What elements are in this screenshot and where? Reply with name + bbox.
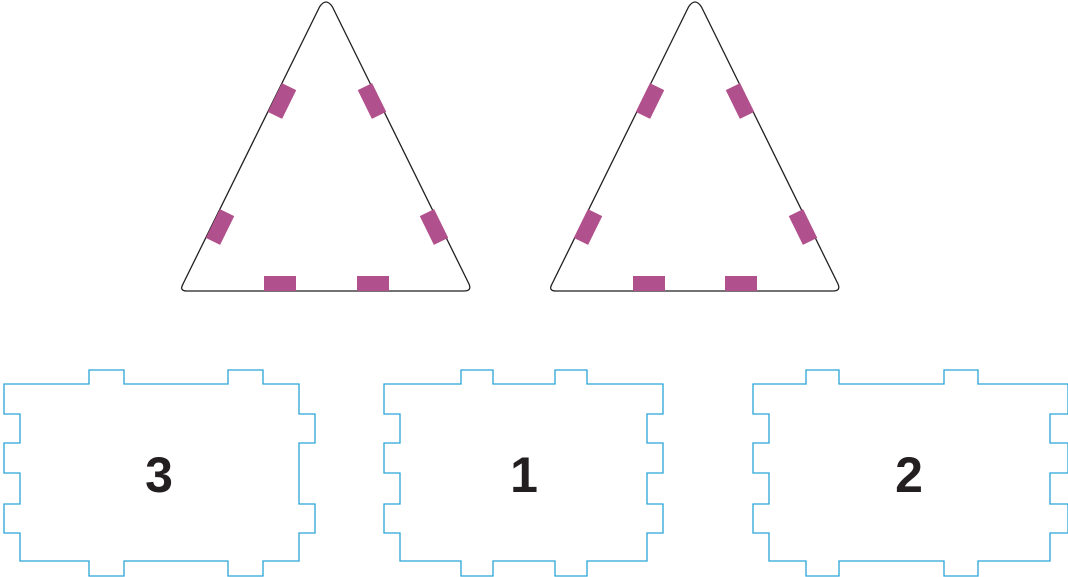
panel-1: 1 (383, 369, 664, 577)
triangle-left-slot (205, 209, 235, 245)
triangle-right-slot (635, 83, 665, 119)
triangle-left-slot (357, 276, 389, 291)
triangle-right-slot (725, 276, 757, 291)
panel-1-outline (383, 369, 664, 577)
triangle-left-slot (267, 83, 297, 119)
panel-1-label: 1 (510, 447, 538, 503)
triangle-right-slot (788, 209, 818, 245)
triangle-right-slot (725, 83, 755, 119)
panel-3-outline (3, 369, 316, 577)
triangle-left-slot (264, 276, 296, 291)
panel-2: 2 (752, 369, 1068, 577)
triangle-right-slot (573, 209, 603, 245)
panel-3: 3 (3, 369, 316, 577)
triangle-left (181, 1, 471, 292)
triangle-right-slot (633, 276, 665, 291)
triangle-right (550, 1, 840, 292)
triangle-left-slot (419, 209, 449, 245)
panel-2-outline (752, 369, 1068, 577)
triangle-left-slot (357, 83, 387, 119)
triangle-left-outline (181, 1, 471, 292)
triangle-right-outline (550, 1, 840, 292)
panel-2-label: 2 (895, 447, 923, 503)
panel-3-label: 3 (145, 447, 173, 503)
